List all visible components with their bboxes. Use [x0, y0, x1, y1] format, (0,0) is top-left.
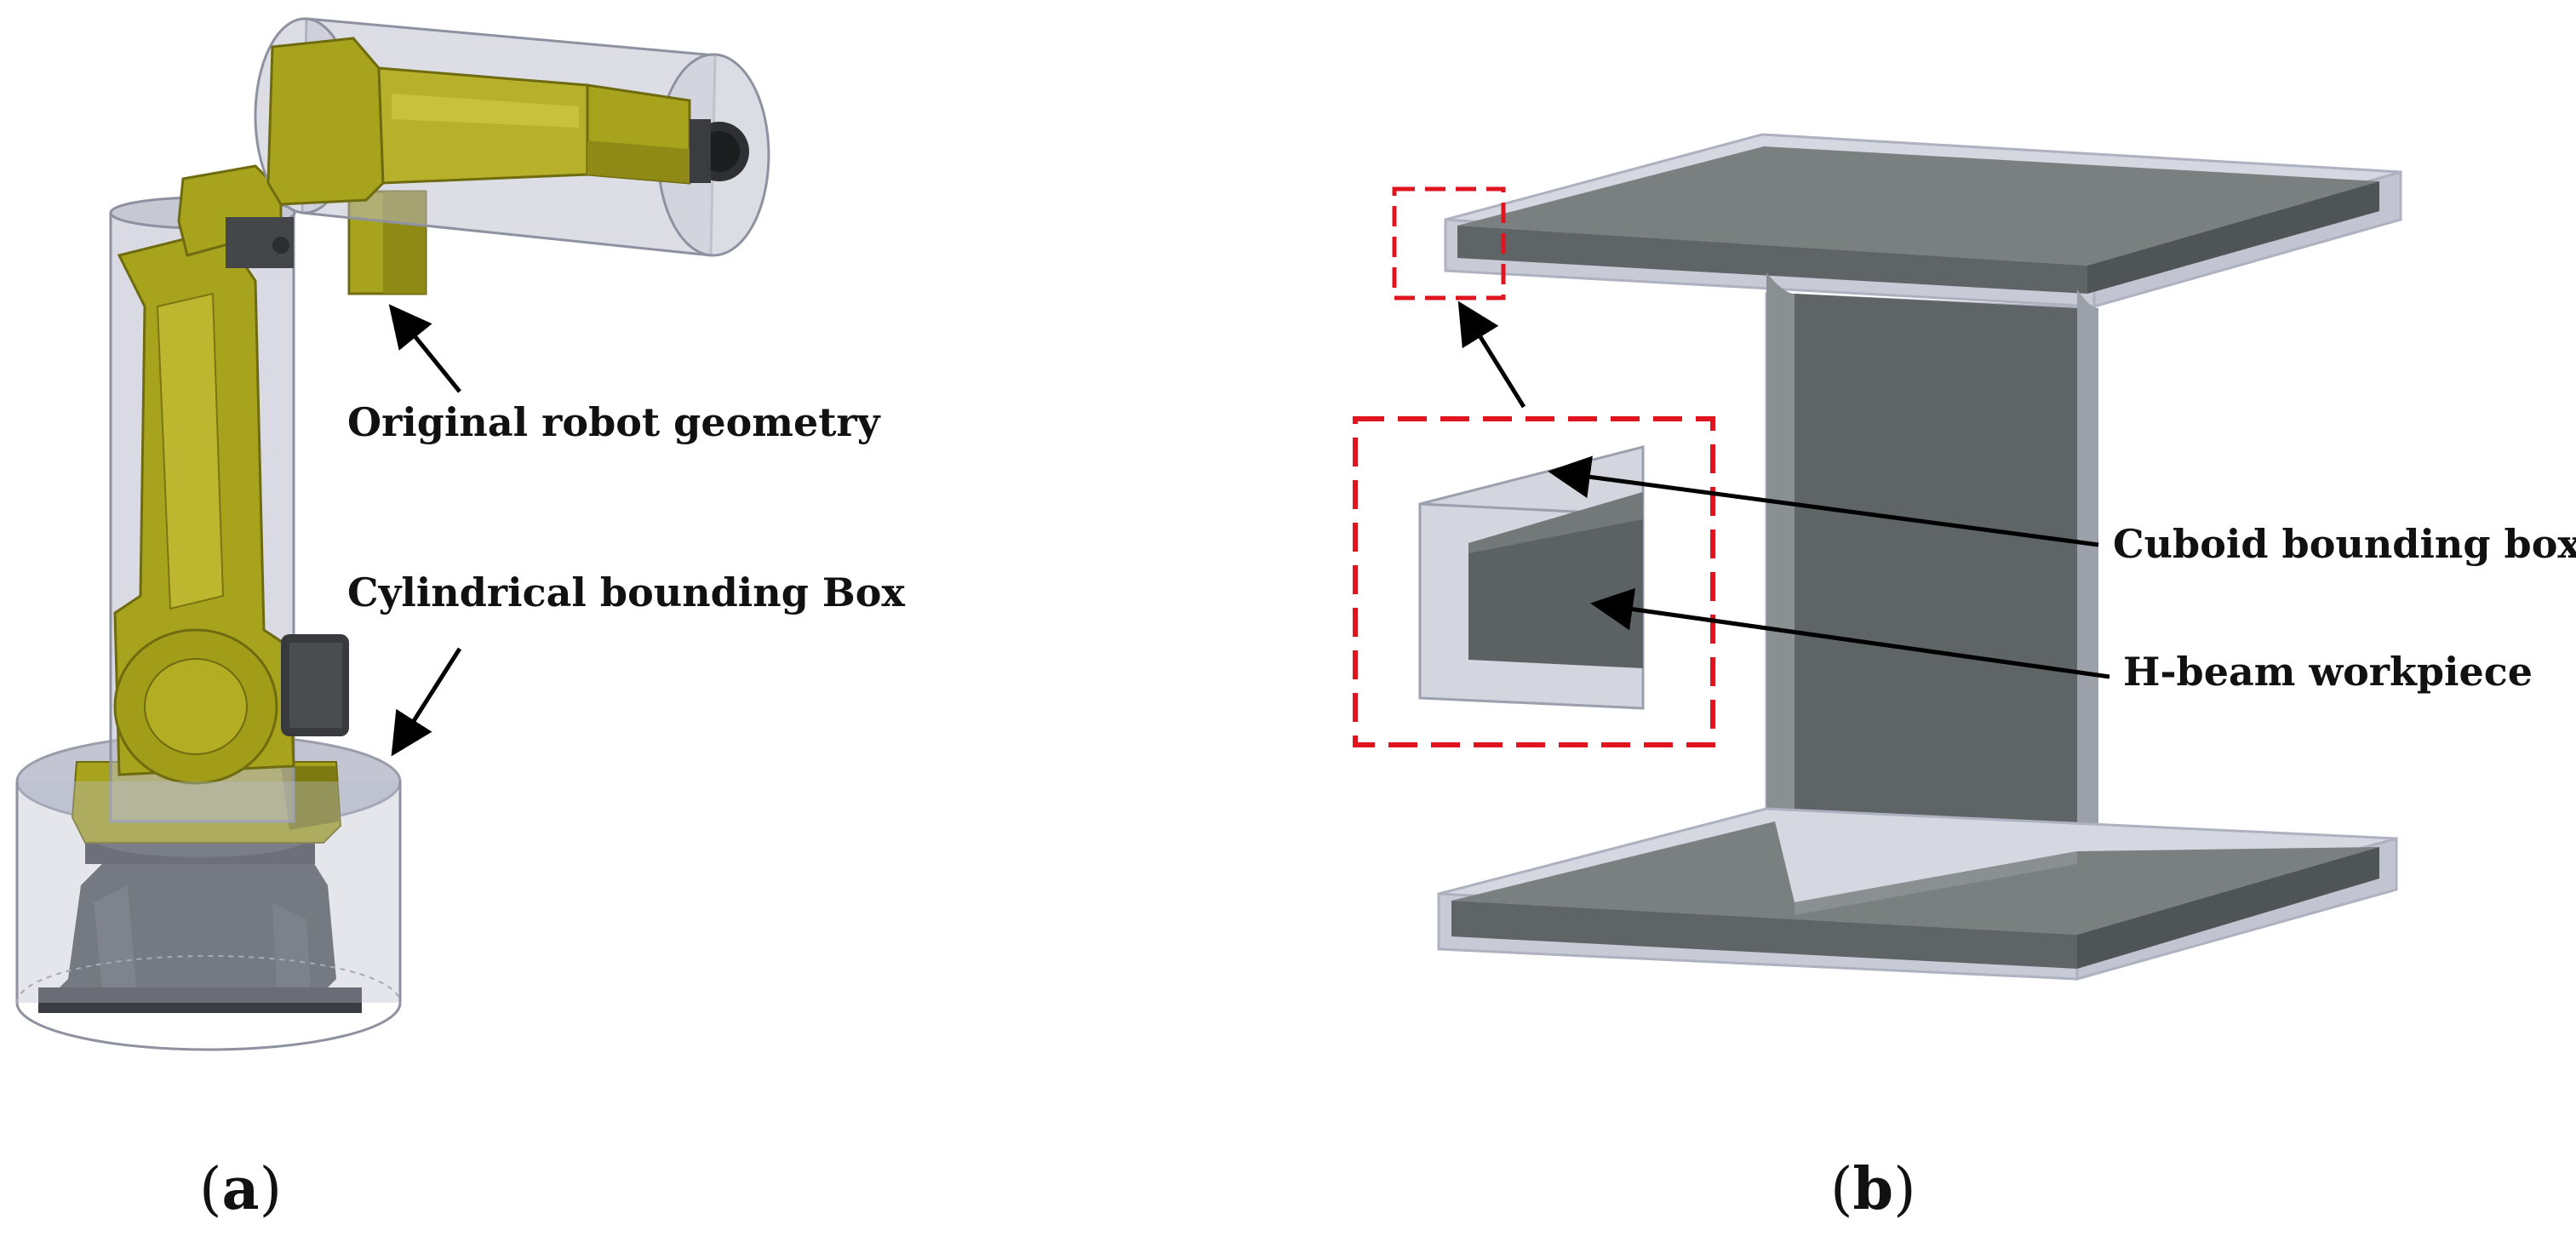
label-hbeam: H-beam workpiece: [2123, 649, 2533, 695]
robot-lower-arm: [113, 228, 349, 785]
corner-highlight: [1392, 186, 1506, 300]
base-cylinder-front: [15, 781, 402, 1051]
arrow-zoom: [1457, 300, 1526, 409]
web: [1765, 272, 2098, 919]
arrow-original-robot: [388, 304, 461, 393]
panel-b: Cuboid bounding box H-beam workpiece (b): [1353, 133, 2576, 1223]
label-cylindrical-bbox: Cylindrical bounding Box: [347, 569, 905, 615]
label-original-robot: Original robot geometry: [347, 399, 881, 445]
arrow-hbeam: [1590, 587, 2110, 679]
callout-cuboid-bbox: Cuboid bounding box: [1548, 455, 2576, 567]
caption-a: (a): [199, 1155, 282, 1223]
caption-b: (b): [1830, 1155, 1916, 1223]
bottom-flange: [1451, 821, 2379, 969]
callout-original-robot: Original robot geometry: [347, 304, 881, 445]
zoom-inset: [1353, 416, 1715, 747]
robot-upper-arm: [266, 37, 749, 206]
top-flange: [1457, 146, 2379, 294]
panel-a: Original robot geometry Cylindrical boun…: [15, 17, 905, 1223]
callout-cylindrical-bbox: Cylindrical bounding Box: [347, 569, 905, 757]
robot-base: [38, 820, 362, 1013]
arrow-cylindrical-bbox: [391, 647, 462, 757]
callout-hbeam: H-beam workpiece: [1590, 587, 2533, 695]
arrow-cuboid-bbox: [1548, 455, 2099, 547]
robot-elbow: [177, 164, 427, 295]
label-cuboid-bbox: Cuboid bounding box: [2113, 521, 2576, 567]
